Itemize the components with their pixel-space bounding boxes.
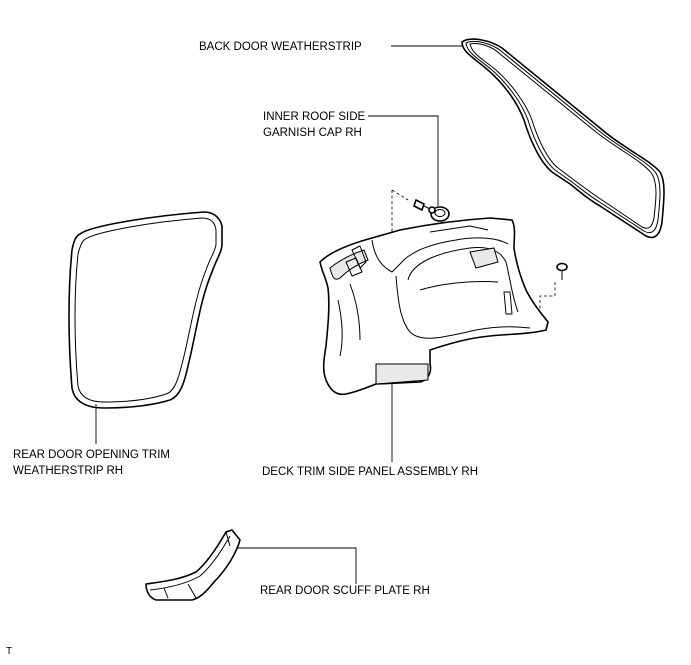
deck-trim-side-panel	[319, 217, 549, 396]
label-rear-door-opening-trim-line1: REAR DOOR OPENING TRIM	[13, 449, 170, 461]
leader-scuff-plate	[238, 547, 357, 584]
label-garnish-cap-line1: INNER ROOF SIDE	[263, 111, 366, 123]
label-rear-door-opening-trim-line2: WEATHERSTRIP RH	[13, 465, 123, 477]
assembly-dash-lines	[391, 189, 556, 318]
leader-lines	[95, 45, 462, 584]
label-garnish-cap-line2: GARNISH CAP RH	[263, 127, 362, 139]
rear-door-opening-trim-weatherstrip	[68, 211, 223, 409]
corner-mark: T	[6, 646, 12, 657]
rear-door-scuff-plate	[145, 529, 241, 601]
back-door-weatherstrip	[461, 38, 665, 239]
label-deck-trim-side-panel: DECK TRIM SIDE PANEL ASSEMBLY RH	[262, 466, 478, 478]
leader-garnish-cap	[368, 115, 439, 206]
label-rear-door-scuff-plate: REAR DOOR SCUFF PLATE RH	[260, 585, 430, 597]
panel-clip	[556, 262, 568, 280]
garnish-clip	[413, 199, 436, 214]
label-back-door-weatherstrip: BACK DOOR WEATHERSTRIP	[199, 41, 362, 53]
